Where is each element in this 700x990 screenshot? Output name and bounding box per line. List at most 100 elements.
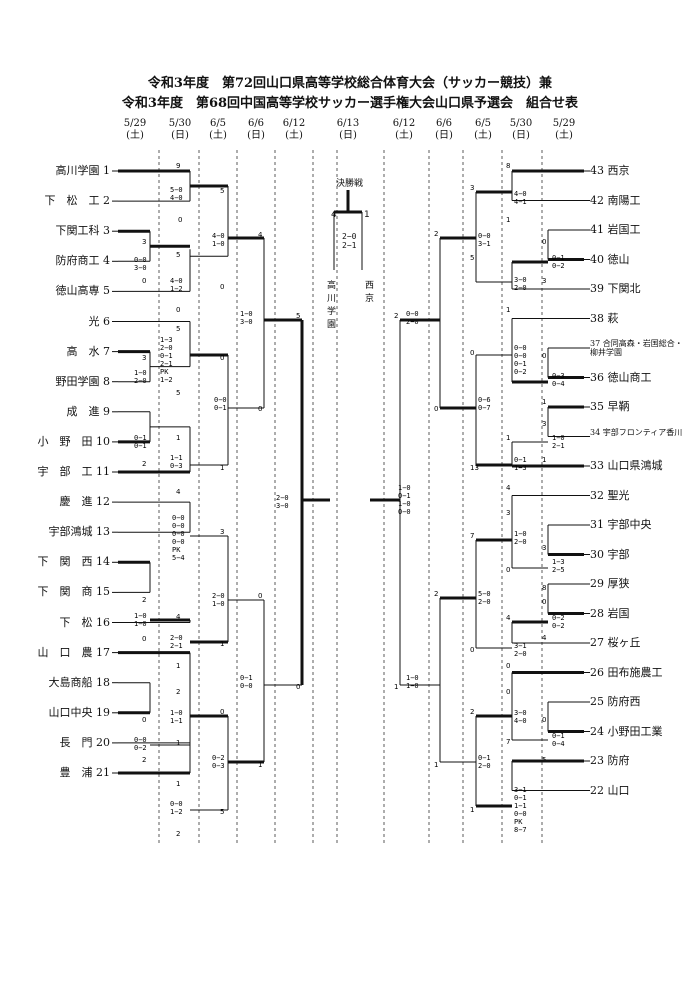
bracket-score: 0−1	[552, 254, 565, 262]
bracket-score: 1−0	[240, 310, 253, 318]
bracket-score: 0	[220, 283, 224, 291]
bracket-score: 2−0	[212, 592, 225, 600]
bracket-score: 2−0	[514, 538, 527, 546]
right-team-31: 31 宇部中央	[590, 518, 652, 531]
bracket-score: 2−0	[478, 762, 491, 770]
bracket-score: 1	[394, 683, 398, 691]
right-team-43: 43 西京	[590, 164, 630, 177]
bracket-score: 1−1	[514, 802, 527, 810]
date-col-1: 5/30(日)	[160, 118, 200, 142]
bracket-score: 0−0	[406, 310, 419, 318]
bracket-score: 0−1	[514, 456, 527, 464]
bracket-score: 1−0	[406, 682, 419, 690]
bracket-score: 1−3	[514, 464, 527, 472]
bracket-score: 5	[470, 254, 474, 262]
bracket-score: 5	[296, 312, 300, 320]
bracket-score: 0	[142, 277, 146, 285]
bracket-score: 0−4	[552, 740, 565, 748]
bracket-score: 4	[176, 488, 181, 496]
bracket-score: 1−0	[406, 674, 419, 682]
date: 6/12	[392, 118, 416, 129]
bracket-score: 0	[506, 688, 510, 696]
right-team-30: 30 宇部	[590, 547, 630, 561]
bracket-score: 0	[178, 216, 182, 224]
bracket-score: 0	[470, 646, 474, 654]
bracket-score: 2	[434, 590, 438, 598]
bracket-score: 7	[470, 532, 474, 540]
bracket-score: PK	[172, 546, 181, 554]
bracket-score: 0−0	[172, 522, 185, 530]
bracket-score: 1	[176, 434, 180, 442]
left-team-10: 小 野 田 10	[37, 434, 111, 448]
bracket-score: 0−2	[552, 614, 565, 622]
weekday: (土)	[209, 130, 227, 141]
date: 6/6	[435, 118, 453, 129]
left-team-21: 豊 浦 21	[59, 766, 111, 779]
right-team-39: 39 下関北	[590, 282, 641, 295]
left-team-20: 長 門 20	[59, 735, 111, 749]
bracket-score: 2	[470, 708, 474, 716]
bracket-score: 0−7	[478, 404, 491, 412]
date: 5/30	[168, 118, 192, 129]
bracket-score: 0−0	[478, 232, 491, 240]
bracket-score: 1	[470, 806, 474, 814]
final-left-team: 高川学園	[327, 281, 337, 330]
bracket-score: 13	[470, 464, 479, 472]
bracket-score: 3	[220, 528, 224, 536]
bracket-score: 0−0	[170, 800, 183, 808]
left-team-6: 光 6	[88, 314, 111, 328]
bracket-score: 2	[142, 596, 146, 604]
left-team-8: 野田学園 8	[55, 374, 111, 388]
bracket-score: 0−4	[552, 380, 565, 388]
bracket-score: 0	[258, 405, 262, 413]
bracket-score: 0−3	[212, 762, 225, 770]
bracket-score: 0	[470, 349, 474, 357]
date: 5/29	[552, 118, 576, 129]
bracket-score: 4−0	[170, 194, 183, 202]
bracket-score: 2−0	[170, 634, 183, 642]
bracket-score: 0	[542, 238, 546, 246]
right-team-26: 26 田布施農工	[590, 665, 663, 679]
bracket-score: 0−1	[398, 492, 411, 500]
bracket-score: 0−2	[552, 262, 565, 270]
bracket-score: 0−1	[514, 360, 527, 368]
bracket-score: 5−0	[170, 186, 183, 194]
date-col-0: 5/29(土)	[115, 118, 155, 142]
weekday: (土)	[395, 130, 413, 141]
final-score-1: 2−0	[342, 232, 357, 241]
bracket-score: 3	[542, 277, 546, 285]
right-team-40: 40 徳山	[590, 252, 630, 266]
bracket-score: 0	[176, 306, 180, 314]
bracket-score: 1−0	[134, 369, 147, 377]
bracket-score: 1−0	[134, 612, 147, 620]
left-team-1: 高川学園 1	[55, 164, 111, 177]
date: 6/6	[247, 118, 265, 129]
bracket-score: 0	[506, 566, 510, 574]
left-team-14: 下 関 西 14	[37, 555, 111, 569]
bracket-score: 5	[220, 187, 224, 195]
date-col-6: 6/12(土)	[384, 118, 424, 142]
bracket-score: 0	[542, 598, 546, 606]
date: 6/12	[282, 118, 306, 129]
bracket-score: 0	[220, 354, 224, 362]
left-team-12: 慶 進 12	[59, 495, 111, 509]
left-team-11: 宇 部 工 11	[37, 465, 111, 478]
date: 6/5	[474, 118, 492, 129]
bracket-score: 0−0	[172, 514, 185, 522]
bracket-score: 3	[142, 238, 146, 246]
left-team-2: 下 松 工 2	[44, 194, 111, 208]
final-right-team: 西京	[365, 281, 375, 304]
weekday: (土)	[555, 130, 573, 141]
bracket-score: 2	[176, 830, 180, 838]
bracket-score: 2	[142, 460, 146, 468]
right-team-32: 32 聖光	[590, 488, 630, 502]
bracket-score: 0−1	[214, 404, 227, 412]
bracket-score: 7	[506, 738, 510, 746]
bracket-score: 9	[176, 162, 180, 170]
bracket-score: 0	[506, 662, 510, 670]
bracket-score: 3	[542, 420, 546, 428]
bracket-score: 5	[220, 808, 224, 816]
bracket-score: 2−1	[160, 360, 173, 368]
date: 6/13	[336, 118, 360, 129]
